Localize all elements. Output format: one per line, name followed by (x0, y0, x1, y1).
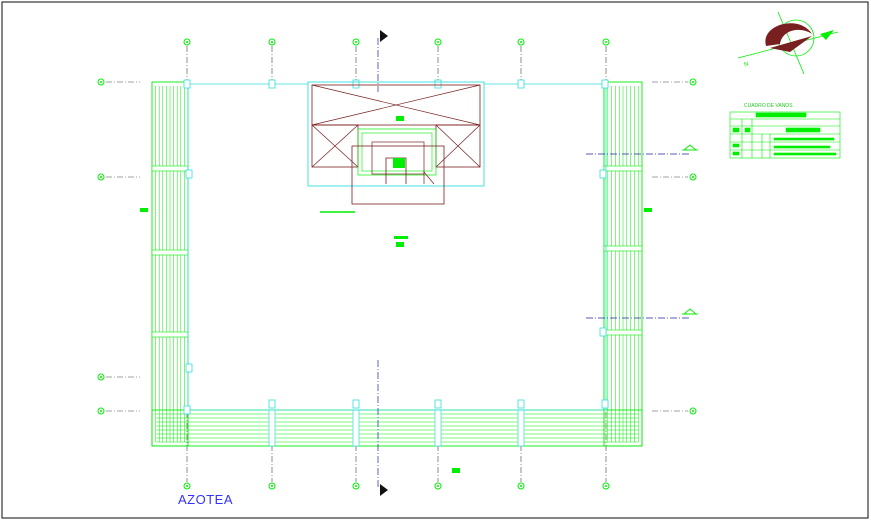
section-cuts (377, 38, 690, 488)
column-mark (183, 79, 191, 89)
openings-table (729, 111, 841, 159)
axis-bubble-icon (97, 173, 105, 181)
axis-bubble-icon (97, 78, 105, 86)
axis-bubble-dot (355, 485, 357, 487)
axis-bubble-icon (434, 482, 442, 490)
axis-bubble-icon (602, 482, 610, 490)
axis-bubble-icon (517, 38, 525, 46)
axis-bubble-dot (355, 41, 357, 43)
parapet-joint (434, 409, 442, 447)
axis-bubble-icon (602, 38, 610, 46)
plan-title: AZOTEA (178, 492, 234, 507)
column-mark (599, 327, 607, 337)
column-mark (352, 79, 360, 89)
svg-text:N: N (743, 61, 749, 68)
grid-axes-vertical (186, 46, 607, 482)
column-mark (601, 79, 609, 89)
axis-bubble-dot (271, 41, 273, 43)
column-mark (185, 363, 193, 373)
parapet-joint (151, 165, 189, 172)
parapet-joint (268, 409, 276, 447)
parapet-edge (151, 409, 643, 447)
axis-bubble-dot (605, 41, 607, 43)
level-marker-icon (682, 144, 698, 315)
axis-bubble-dot (271, 485, 273, 487)
axis-bubble-dot (692, 81, 694, 83)
parapet-joint (352, 409, 360, 447)
axis-bubble-icon (97, 373, 105, 381)
axis-bubbles (97, 38, 697, 490)
parapet-joint (603, 245, 643, 252)
parapet-joint (603, 329, 643, 336)
column-mark (268, 79, 276, 89)
parapet-bottom (151, 409, 643, 447)
axis-bubble-dot (605, 485, 607, 487)
axis-bubble-icon (183, 38, 191, 46)
axis-bubble-icon (352, 38, 360, 46)
axis-bubble-icon (268, 38, 276, 46)
axis-bubble-icon (689, 407, 697, 415)
parapet-joint (603, 165, 643, 172)
column-mark (268, 399, 276, 409)
column-mark (185, 169, 193, 179)
parapet-joint (151, 331, 189, 338)
column-mark (517, 79, 525, 89)
axis-bubble-dot (186, 41, 188, 43)
axis-bubble-dot (520, 485, 522, 487)
axis-bubble-dot (692, 176, 694, 178)
axis-bubble-dot (100, 376, 102, 378)
axis-bubble-dot (100, 176, 102, 178)
axis-bubble-dot (437, 485, 439, 487)
parapet-joint (151, 249, 189, 256)
axis-bubble-dot (100, 410, 102, 412)
parapet-joint (517, 409, 525, 447)
north-arrow-icon: N (737, 11, 839, 75)
column-mark (183, 405, 191, 415)
axis-bubble-icon (517, 482, 525, 490)
axis-bubble-icon (97, 407, 105, 415)
column-mark (352, 399, 360, 409)
axis-bubble-dot (100, 81, 102, 83)
axis-bubble-icon (352, 482, 360, 490)
axis-bubble-icon (689, 78, 697, 86)
column-mark (599, 169, 607, 179)
parapet-right (603, 81, 643, 447)
grid-axes-horizontal (106, 81, 688, 412)
openings-table-title: CUADRO DE VANOS (744, 103, 793, 109)
column-mark (601, 399, 609, 409)
axis-bubble-icon (689, 173, 697, 181)
stair-core (140, 81, 652, 473)
column-mark (434, 79, 442, 89)
section-arrow-icon (380, 30, 388, 496)
axis-bubble-dot (186, 485, 188, 487)
axis-bubble-icon (268, 482, 276, 490)
axis-bubble-dot (437, 41, 439, 43)
roof-slab-outline (187, 83, 607, 411)
axis-bubble-icon (183, 482, 191, 490)
axis-bubble-dot (692, 410, 694, 412)
columns (183, 79, 609, 415)
column-mark (517, 399, 525, 409)
axis-bubble-icon (434, 38, 442, 46)
axis-bubble-dot (520, 41, 522, 43)
column-mark (434, 399, 442, 409)
parapet-left (151, 81, 189, 447)
